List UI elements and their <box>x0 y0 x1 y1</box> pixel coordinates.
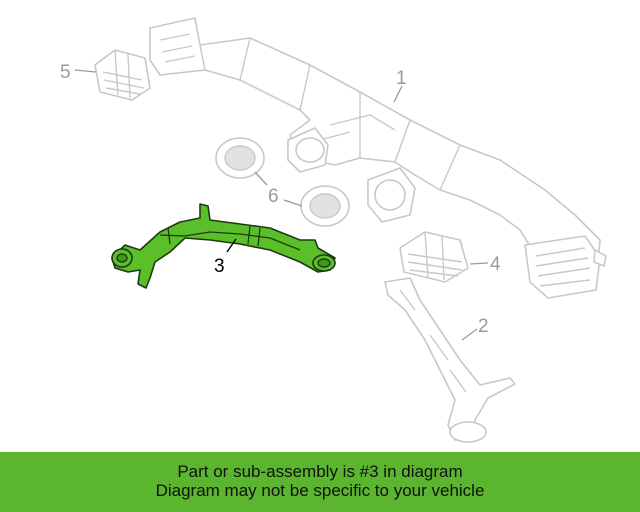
part-6-rings <box>215 137 350 227</box>
callout-1: 1 <box>396 68 407 89</box>
callout-6: 6 <box>268 186 279 207</box>
info-banner: Part or sub-assembly is #3 in diagram Di… <box>0 452 640 512</box>
parts-diagram: 1 2 3 4 5 6 <box>60 17 607 443</box>
banner-line-1: Part or sub-assembly is #3 in diagram <box>177 462 463 481</box>
part-3-highlighted-duct <box>111 203 336 289</box>
banner-line-2: Diagram may not be specific to your vehi… <box>155 481 485 500</box>
part-5-vent <box>94 49 151 101</box>
part-1-main-duct <box>149 17 607 299</box>
leader-lines <box>74 69 489 341</box>
part-4-vent <box>399 231 469 283</box>
part-2-lower-duct <box>384 277 516 443</box>
callout-3: 3 <box>214 256 225 277</box>
callout-2: 2 <box>478 316 489 337</box>
callout-4: 4 <box>490 254 501 275</box>
callout-5: 5 <box>60 62 71 83</box>
